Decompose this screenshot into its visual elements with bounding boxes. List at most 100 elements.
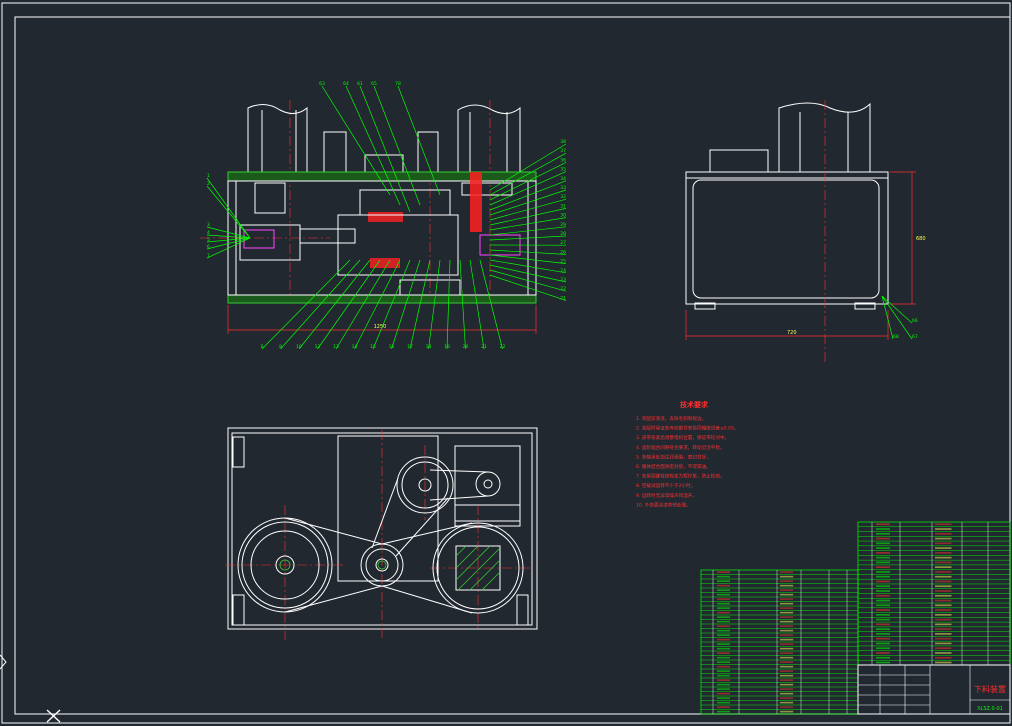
section-bottom-label-text: 13 <box>333 344 339 350</box>
note-item: 8. 空载试运转不少于2小时。 <box>636 482 695 489</box>
note-item: 6. 箱体结合面涂密封胶，不得漏油。 <box>636 463 711 470</box>
section-right-label: 30 <box>489 213 566 231</box>
section-right-label: 24 <box>489 259 566 274</box>
section-top-label: 63 <box>319 81 391 196</box>
section-bottom-label-text: 19 <box>444 344 450 350</box>
section-top-label: 65 <box>371 81 421 206</box>
bom-table <box>700 569 859 715</box>
section-right-label-text: 29 <box>560 222 566 228</box>
side-leaders: 66 68 67 <box>881 295 918 340</box>
section-right-label-text: 33 <box>560 185 566 191</box>
pulley-hatch <box>279 545 501 591</box>
section-right-label: 36 <box>489 157 567 201</box>
note-item: 3. 皮带张紧后调整电机位置，保证带轮对中。 <box>636 434 729 441</box>
side-label: 67 <box>881 295 918 340</box>
side-width-dimension: 720 <box>787 330 797 336</box>
section-bottom-label: 8 <box>279 259 361 350</box>
section-top-label: 61 <box>357 81 411 213</box>
title-block: 下料装置 XLSZ.0-01 <box>857 664 1011 715</box>
section-left-label-text: 3 <box>207 222 210 228</box>
section-right-label: 32 <box>489 194 566 221</box>
notes-title: 技术要求 <box>680 400 709 409</box>
section-right-label-text: 36 <box>560 157 566 163</box>
section-right-label: 33 <box>489 185 566 216</box>
drawing-code: XLSZ.0-01 <box>977 706 1003 712</box>
section-top-label-text: 61 <box>357 81 363 87</box>
section-right-label-text: 35 <box>560 167 566 173</box>
crosshair-icon[interactable] <box>46 709 61 723</box>
section-left-label-text: 7 <box>207 253 210 259</box>
section-bottom-label: 15 <box>370 259 411 350</box>
section-left-label: 4 <box>206 230 251 239</box>
section-bottom-label: 17 <box>407 259 431 350</box>
side-label: 66 <box>881 295 918 324</box>
side-height-dimension: 680 <box>916 236 926 242</box>
bill-of-materials <box>700 521 1011 715</box>
pulleys <box>237 456 524 614</box>
technical-notes: 技术要求 1. 装配前清洗，去除毛刺和锐边。2. 装配时保证各传动部件安装同轴度… <box>636 400 739 508</box>
section-left-label-text: 1 <box>207 173 210 179</box>
section-bottom-label-text: 15 <box>370 344 376 350</box>
section-bottom-label-text: 17 <box>407 344 413 350</box>
section-right-label-text: 38 <box>560 139 566 145</box>
section-right-label: 38 <box>489 139 567 191</box>
section-bottom-label-text: 20 <box>463 344 469 350</box>
section-right-label: 25 <box>489 254 566 265</box>
note-item: 2. 装配时保证各传动部件安装同轴度误差≤0.05。 <box>636 425 739 432</box>
section-right-label-text: 32 <box>560 194 566 200</box>
section-bottom-label-text: 6 <box>261 344 264 350</box>
side-label-text: 66 <box>912 318 918 324</box>
section-right-label: 26 <box>489 249 566 255</box>
section-right-label-text: 23 <box>560 277 566 283</box>
section-right-label: 37 <box>489 148 567 196</box>
section-left-label: 2 <box>206 181 251 239</box>
note-item: 5. 各轴承处加注润滑脂，密封良好。 <box>636 453 711 460</box>
section-right-label-text: 28 <box>560 231 566 237</box>
bom-table <box>857 521 1011 666</box>
section-bottom-label: 18 <box>426 259 441 350</box>
section-bottom-label-text: 22 <box>500 344 506 350</box>
section-left-label: 1 <box>206 173 251 239</box>
section-right-label: 28 <box>489 231 566 241</box>
section-bottom-label-text: 14 <box>352 344 358 350</box>
section-bottom-label: 6 <box>261 259 351 350</box>
section-right-label: 29 <box>489 222 566 236</box>
section-bottom-label-text: 8 <box>279 344 282 350</box>
notes-items: 1. 装配前清洗，去除毛刺和锐边。2. 装配时保证各传动部件安装同轴度误差≤0.… <box>636 415 739 508</box>
section-left-label: 3 <box>206 222 251 239</box>
side-label-text: 67 <box>912 334 918 340</box>
side-label-text: 68 <box>893 334 899 340</box>
width-dimension-text: 1250 <box>374 324 387 330</box>
section-right-label-text: 37 <box>560 148 566 154</box>
top-view <box>225 427 538 640</box>
section-right-label-text: 27 <box>560 240 566 246</box>
section-top-label: 78 <box>395 81 441 196</box>
section-bottom-label: 10 <box>296 259 371 350</box>
section-bottom-label-text: 21 <box>481 344 487 350</box>
section-right-label-text: 21 <box>560 295 566 301</box>
section-bottom-label-text: 18 <box>426 344 432 350</box>
section-bottom-label: 12 <box>315 259 381 350</box>
section-right-label: 35 <box>489 167 567 206</box>
section-right-label: 23 <box>489 264 566 283</box>
section-right-label-text: 34 <box>560 176 566 182</box>
width-dimension <box>227 305 537 334</box>
side-view: 680 720 66 68 67 <box>685 100 926 365</box>
section-bottom-label: 21 <box>469 259 487 350</box>
note-item: 4. 齿轮啮合间隙符合要求，转动灵活平稳。 <box>636 444 725 451</box>
side-label: 68 <box>881 295 899 340</box>
ucs-axis-icon[interactable] <box>0 654 7 670</box>
upper-columns <box>247 104 521 173</box>
section-bottom-label: 19 <box>444 259 451 350</box>
section-right-label-text: 25 <box>560 259 566 265</box>
section-top-label-text: 78 <box>395 81 401 87</box>
section-right-label-text: 31 <box>560 203 566 209</box>
section-bottom-label-text: 16 <box>389 344 395 350</box>
section-right-label-text: 26 <box>560 249 566 255</box>
section-bottom-label: 22 <box>479 259 506 350</box>
section-left-label-text: 2 <box>207 181 210 187</box>
